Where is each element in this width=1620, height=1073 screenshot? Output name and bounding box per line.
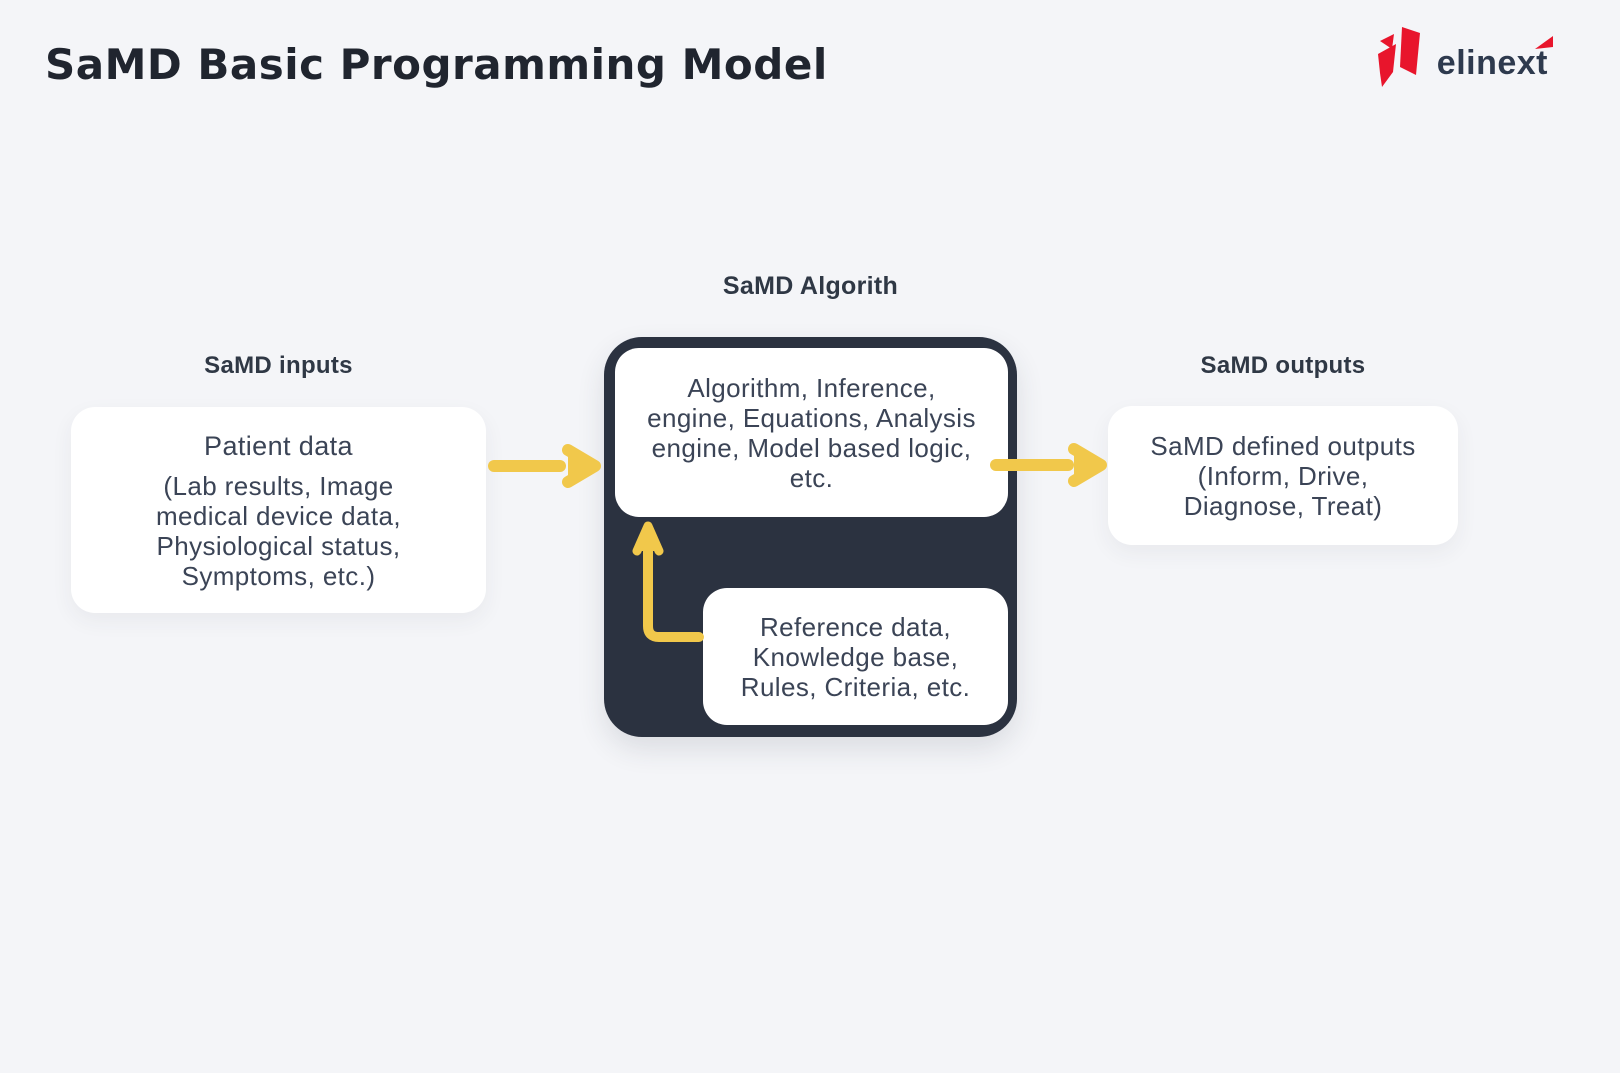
brand-wordmark-wrap: elinext bbox=[1436, 34, 1553, 83]
algorithm-card-body: Algorithm, Inference, engine, Equations,… bbox=[647, 372, 976, 493]
elinext-n-icon bbox=[1377, 27, 1420, 87]
arrow-inputs-to-algorithm bbox=[488, 444, 601, 488]
reference-card: Reference data, Knowledge base, Rules, C… bbox=[703, 588, 1008, 725]
page-title: SaMD Basic Programming Model bbox=[45, 40, 828, 89]
inputs-card-body: (Lab results, Image medical device data,… bbox=[155, 470, 402, 591]
brand-logo: elinext bbox=[1373, 26, 1553, 90]
brand-wordmark: elinext bbox=[1436, 43, 1548, 82]
outputs-card: SaMD defined outputs (Inform, Drive, Dia… bbox=[1108, 406, 1458, 545]
outputs-card-body: SaMD defined outputs (Inform, Drive, Dia… bbox=[1150, 430, 1416, 521]
inputs-heading: SaMD inputs bbox=[204, 352, 353, 379]
algorithm-card: Algorithm, Inference, engine, Equations,… bbox=[615, 348, 1008, 517]
inputs-card-title: Patient data bbox=[204, 430, 353, 461]
outputs-heading: SaMD outputs bbox=[1200, 352, 1366, 379]
algorithm-heading: SaMD Algorith bbox=[722, 272, 899, 300]
reference-card-body: Reference data, Knowledge base, Rules, C… bbox=[740, 611, 971, 702]
brand-pennant-icon bbox=[1535, 35, 1553, 49]
inputs-card: Patient data (Lab results, Image medical… bbox=[71, 407, 486, 613]
